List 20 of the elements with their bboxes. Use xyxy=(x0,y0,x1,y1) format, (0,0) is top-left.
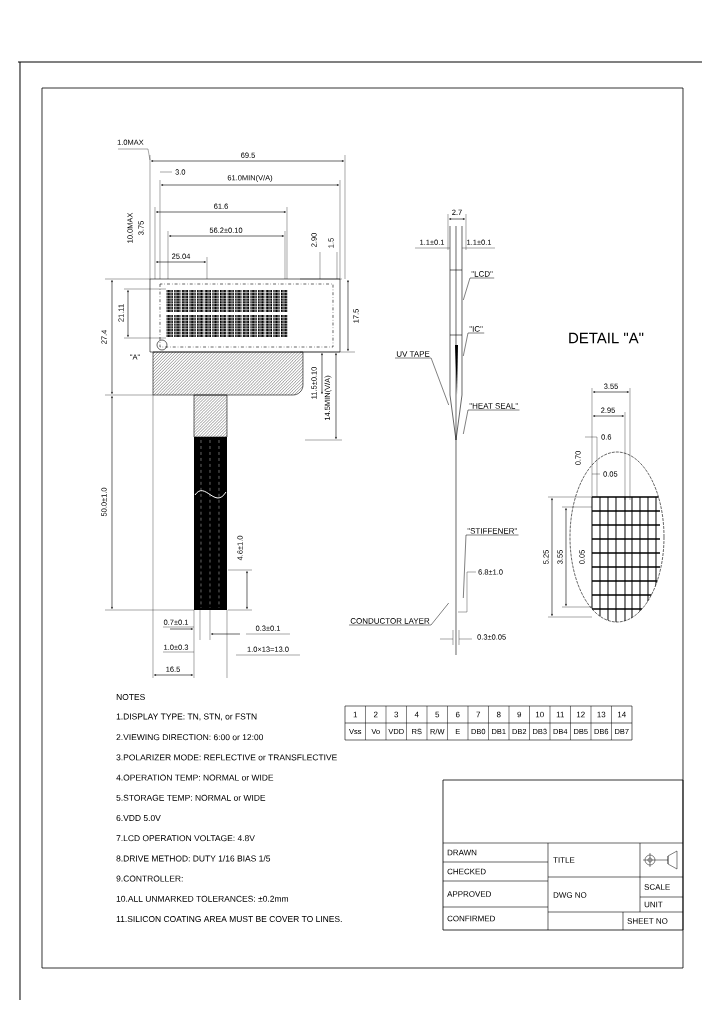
leader-line xyxy=(348,602,449,626)
note-text: 8.DRIVE METHOD: DUTY 1/16 BIAS 1/5 xyxy=(116,855,271,862)
leader-line xyxy=(394,357,449,406)
side-view-drawing xyxy=(449,225,463,656)
note-text: 1.DISPLAY TYPE: TN, STN, or FSTN xyxy=(116,713,257,721)
leader-line xyxy=(463,534,519,599)
detail-title: DETAIL "A" xyxy=(569,332,644,344)
leader-line xyxy=(463,409,520,435)
note-text: 3.POLARIZER MODE: REFLECTIVE or TRANSFLECTIVE xyxy=(116,754,337,761)
note-text: 10.ALL UNMARKED TOLERANCES: ±0.2mm xyxy=(116,895,288,902)
note-text: 4.OPERATION TEMP: NORMAL or WIDE xyxy=(116,774,274,781)
note-text: 9.CONTROLLER: xyxy=(116,875,183,882)
note-text: 2.VIEWING DIRECTION: 6:00 or 12:00 xyxy=(116,734,264,741)
note-text: 5.STORAGE TEMP: NORMAL or WIDE xyxy=(116,794,266,801)
note-text: 7.LCD OPERATION VOLTAGE: 4.8V xyxy=(116,835,255,842)
leader-line xyxy=(463,332,485,357)
note-text: 6.VDD 5.0V xyxy=(116,815,161,821)
leader-line xyxy=(463,277,495,301)
notes-heading: NOTES xyxy=(116,694,145,700)
note-text: 11.SILICON COATING AREA MUST BE COVER TO LINES. xyxy=(116,916,342,922)
